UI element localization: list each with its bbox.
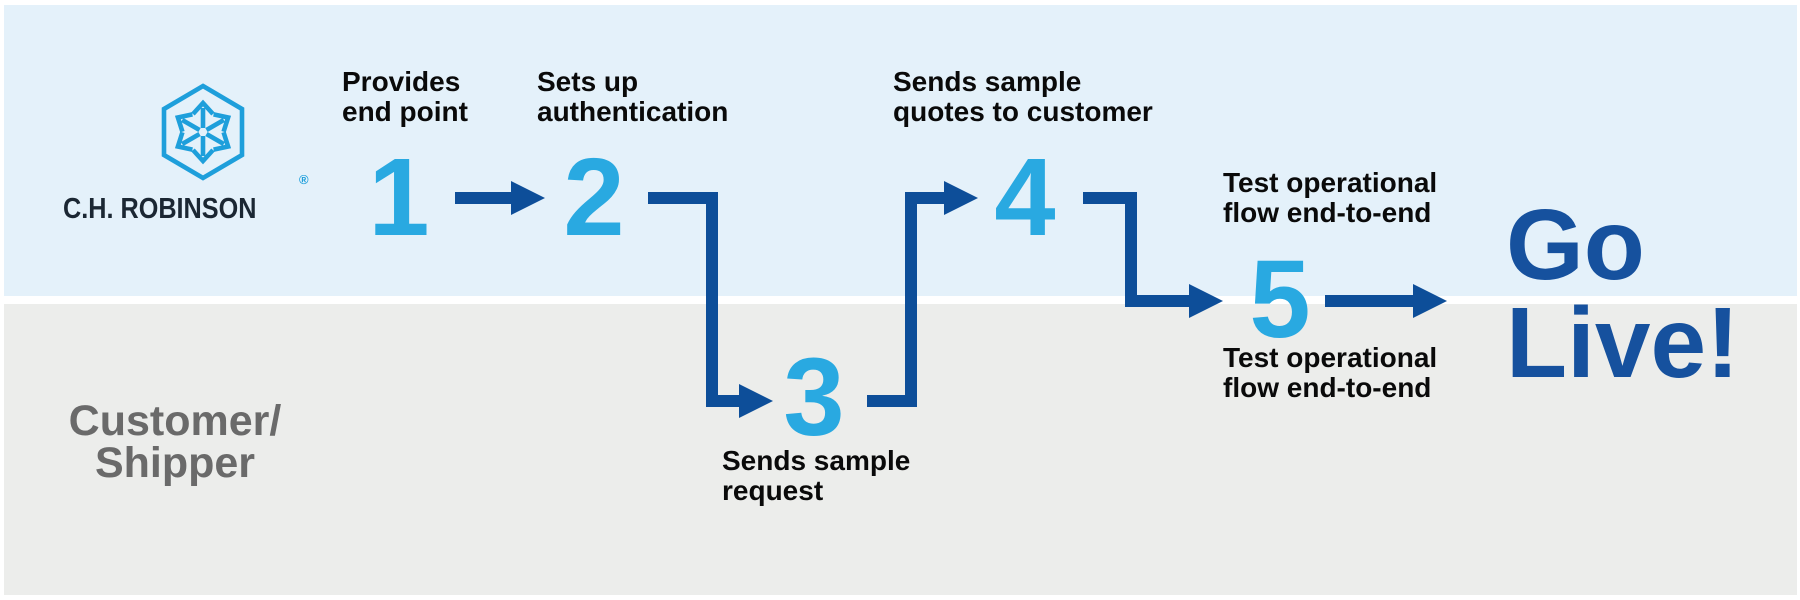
registered-trademark-symbol: ® xyxy=(299,172,309,187)
step-3-number: 3 xyxy=(783,336,845,459)
step-1-label: Provides end point xyxy=(342,66,468,127)
chrobinson-hexagon-arrows-logo xyxy=(161,83,245,181)
arrow-step5-to-golive xyxy=(1325,284,1447,318)
step-4-label: Sends sample quotes to customer xyxy=(893,66,1153,127)
arrow-step2-to-step3 xyxy=(648,192,773,418)
arrow-step1-to-step2 xyxy=(455,181,545,215)
chrobinson-logo: ® xyxy=(103,82,309,187)
step-5-label-bottom: Test operational flow end-to-end xyxy=(1223,342,1438,403)
chrobinson-wordmark: C.H. ROBINSON xyxy=(63,193,257,225)
go-live-text: Go Live! xyxy=(1506,189,1740,399)
lane-customer-shipper xyxy=(4,304,1797,595)
step-5-label-top: Test operational flow end-to-end xyxy=(1223,167,1438,228)
step-5-number: 5 xyxy=(1249,238,1311,361)
lane-label-customer-shipper: Customer/ Shipper xyxy=(68,397,282,487)
step-3-label: Sends sample request xyxy=(722,445,911,506)
arrow-step4-to-step5 xyxy=(1083,192,1223,318)
step-4-number: 4 xyxy=(994,136,1056,259)
step-2-label: Sets up authentication xyxy=(537,66,729,127)
step-2-number: 2 xyxy=(563,136,625,259)
lane-chrobinson xyxy=(4,5,1797,296)
step-1-number: 1 xyxy=(368,136,430,259)
arrow-step3-to-step4 xyxy=(867,181,978,407)
